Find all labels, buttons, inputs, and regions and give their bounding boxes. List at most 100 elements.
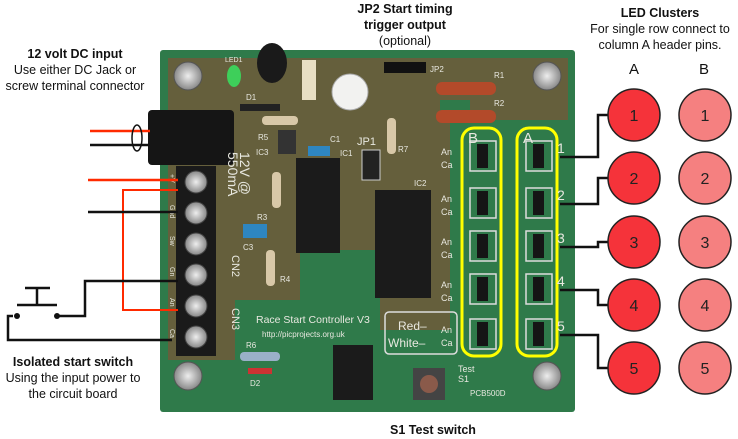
test-switch-button[interactable] — [420, 375, 438, 393]
pcb-id-label: PCB500D — [470, 389, 506, 398]
terminal-screw[interactable] — [184, 201, 208, 225]
terminal-block[interactable] — [176, 166, 216, 356]
led-b-2: 2 — [678, 151, 732, 205]
wiring — [6, 113, 608, 370]
resistor-r3 — [272, 172, 281, 208]
led-clusters-label: LED Clusters For single row connect to c… — [590, 5, 730, 53]
switch-wire-1 — [57, 279, 178, 318]
capacitor — [257, 43, 287, 83]
cn3-label: CN3 — [229, 308, 241, 330]
terminal-screw[interactable] — [184, 263, 208, 287]
led-number: 5 — [701, 361, 710, 378]
start-switch-label: Isolated start switch Using the input po… — [6, 354, 141, 402]
dc-input-line2: screw terminal connector — [5, 79, 145, 93]
header-a-label: A — [523, 130, 533, 147]
led-header-pins[interactable] — [533, 277, 544, 301]
led-header-pins[interactable] — [533, 322, 544, 346]
pin-ca-label: Ca — [441, 250, 453, 260]
test-switch-title: S1 Test switch — [390, 423, 476, 437]
led-headers — [469, 140, 553, 350]
led-wire — [560, 288, 608, 307]
dc-input-title: 12 volt DC input — [27, 47, 123, 61]
terminal-screw[interactable] — [184, 170, 208, 194]
test-label: Test — [458, 364, 475, 374]
led-circle — [607, 88, 661, 142]
column-a-highlight — [515, 126, 559, 358]
led-circle — [678, 151, 732, 205]
capacitor-c1 — [308, 146, 330, 156]
cn2-label: CN2 — [229, 255, 241, 277]
led-circle — [607, 151, 661, 205]
terminal-screw[interactable] — [184, 325, 208, 349]
led-number: 1 — [630, 108, 639, 125]
start-switch-line1: Using the input power to — [5, 371, 141, 385]
switch-contact-right — [54, 313, 60, 319]
dc-input-label: 12 volt DC input Use either DC Jack or s… — [6, 46, 145, 94]
led-header-pins[interactable] — [477, 234, 488, 258]
led-circle — [607, 341, 661, 395]
terminal-label: Sw — [168, 236, 175, 247]
led-header-pins[interactable] — [477, 191, 488, 215]
jp1-header — [361, 149, 381, 181]
led-number: 1 — [701, 108, 710, 125]
r5-label: R5 — [258, 133, 269, 142]
led-header-pins[interactable] — [533, 144, 544, 168]
legend-box — [384, 311, 458, 355]
led-circle — [678, 341, 732, 395]
c3-label: C3 — [243, 243, 254, 252]
led-circle — [607, 215, 661, 269]
ic3-label: IC3 — [256, 148, 269, 157]
resistor-r4 — [266, 250, 275, 286]
board-url: http://picprojects.org.uk — [262, 330, 346, 339]
d2-label: D2 — [250, 379, 261, 388]
d1-label: D1 — [246, 93, 257, 102]
dc-jack[interactable] — [148, 110, 234, 165]
ic1-chip — [296, 158, 340, 253]
jp2-title-1: JP2 Start timing — [357, 2, 453, 16]
diode-d1 — [240, 104, 280, 111]
resistor-r6 — [240, 352, 280, 361]
led-b-5: 5 — [678, 341, 732, 395]
terminal-screw[interactable] — [184, 294, 208, 318]
row-number-label: 3 — [557, 230, 565, 246]
resistor-r1 — [436, 82, 496, 95]
led-header-pins[interactable] — [533, 191, 544, 215]
pin-ca-label: Ca — [441, 338, 453, 348]
ic2-chip — [375, 190, 431, 298]
pin-an-label: An — [441, 147, 452, 157]
terminal-screws — [184, 170, 208, 349]
legend-red: Red– — [398, 319, 427, 333]
led-number: 4 — [630, 298, 639, 315]
led-header-pins[interactable] — [477, 322, 488, 346]
led-header-pins[interactable] — [477, 277, 488, 301]
led-a-5: 5 — [607, 341, 661, 395]
led-clusters-title: LED Clusters — [620, 6, 700, 20]
pin-an-label: An — [441, 280, 452, 290]
ic3-transistor — [278, 130, 296, 154]
led-header-pins[interactable] — [533, 234, 544, 258]
led-number: 2 — [701, 171, 710, 188]
power-rating-label: 12V @ — [237, 152, 253, 195]
pin-ca-label: Ca — [441, 207, 453, 217]
led-number: 4 — [701, 298, 710, 315]
r2-label: R2 — [494, 99, 505, 108]
terminal-label: +V — [168, 174, 175, 183]
led-wire — [560, 113, 608, 159]
c1-label: C1 — [330, 135, 341, 144]
jp2-optional: (optional) — [378, 34, 432, 48]
column-a-header: A — [628, 61, 640, 78]
led-header-pins[interactable] — [477, 144, 488, 168]
row-number-label: 5 — [557, 318, 565, 334]
terminal-wire-loop — [122, 189, 178, 311]
r6-label: R6 — [246, 341, 257, 350]
pin-ca-label: Ca — [441, 293, 453, 303]
led-header-outline — [469, 273, 497, 305]
led-clusters-line2: column A header pins. — [598, 38, 722, 52]
led-header-outline — [525, 140, 553, 172]
switch-contact-left — [14, 313, 20, 319]
led-circle — [678, 278, 732, 332]
terminal-label: An — [168, 298, 175, 307]
terminal-screw[interactable] — [184, 232, 208, 256]
led-b-3: 3 — [678, 215, 732, 269]
